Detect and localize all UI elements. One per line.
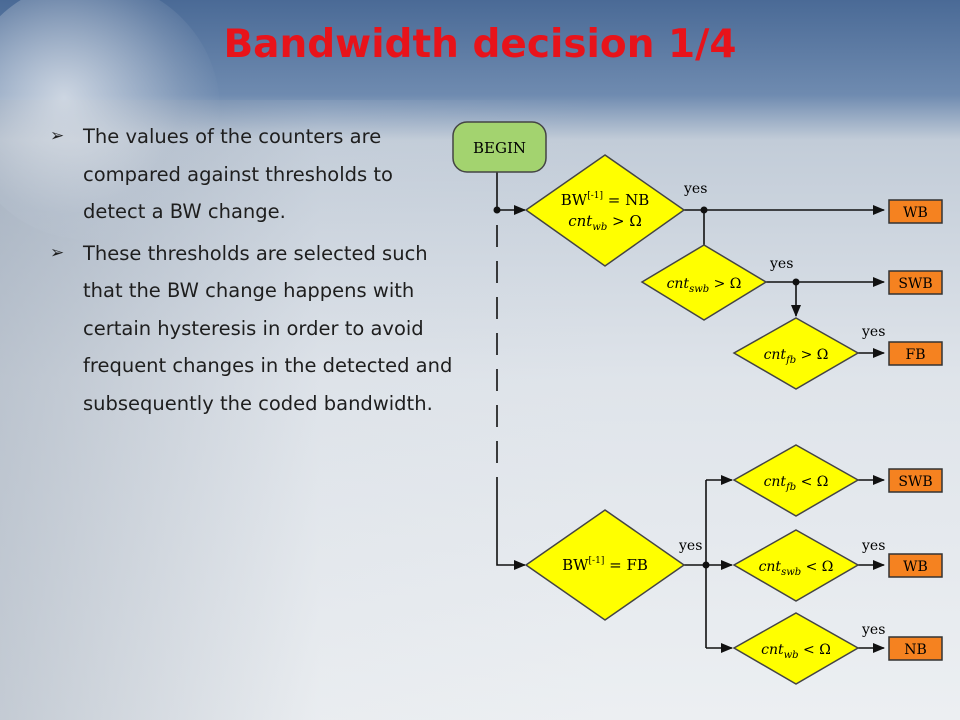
output-swb-label: SWB <box>898 474 932 490</box>
arrowhead-bullet-icon: ➢ <box>50 126 65 146</box>
begin-label: BEGIN <box>473 139 526 157</box>
output-wb-box <box>888 553 943 578</box>
yes-labels: yes yes yes yes yes yes <box>678 181 885 638</box>
background-face-image <box>0 0 220 240</box>
decision-cnt-fb-gt-label: cntfb > Ω <box>764 347 829 366</box>
decision-bw-nb-line1: BW[-1] = NB <box>561 191 650 209</box>
yes-label: yes <box>861 324 885 340</box>
output-wb-label: WB <box>903 205 928 221</box>
decision-bw-nb <box>524 154 686 267</box>
bullet-text: The values of the counters are compared … <box>83 125 393 223</box>
output-fb-box <box>888 341 943 366</box>
decision-cnt-swb-gt <box>640 244 768 321</box>
output-swb-box <box>888 270 943 295</box>
output-nb-label: NB <box>904 642 927 658</box>
arrow-to-d4 <box>496 490 526 570</box>
bullet-text: These thresholds are selected such that … <box>83 241 453 415</box>
decision-cnt-fb-lt-label: cntfb < Ω <box>764 474 829 493</box>
junction-dots <box>493 206 800 569</box>
decision-bw-nb-line2: cntwb > Ω <box>568 212 642 233</box>
junction-dot <box>700 206 708 214</box>
decision-cnt-fb-gt <box>732 317 860 390</box>
junction-dot <box>792 278 800 286</box>
output-wb-box <box>888 199 943 224</box>
begin-node <box>452 121 547 173</box>
bullet-list: ➢ The values of the counters are compare… <box>50 118 460 426</box>
arrowhead-bullet-icon: ➢ <box>50 242 65 263</box>
decision-bw-fb-label: BW[-1] = FB <box>562 556 648 574</box>
bullet-item: ➢ The values of the counters are compare… <box>50 118 460 231</box>
output-swb-box <box>888 468 943 493</box>
yes-label: yes <box>683 181 707 197</box>
junction-dot <box>493 206 501 214</box>
decision-cnt-swb-gt-label: cntswb > Ω <box>667 276 742 295</box>
decision-cnt-swb-lt-label: cntswb < Ω <box>759 559 834 578</box>
yes-label: yes <box>769 256 793 272</box>
output-swb-label: SWB <box>898 276 932 292</box>
output-boxes: WB SWB FB SWB WB NB <box>888 199 943 661</box>
yes-label: yes <box>861 538 885 554</box>
junction-dot <box>702 561 710 569</box>
output-nb-box <box>888 636 943 661</box>
yes-label: yes <box>861 622 885 638</box>
decision-cnt-fb-lt <box>732 444 860 517</box>
slide-title: Bandwidth decision 1/4 <box>223 22 737 67</box>
output-fb-label: FB <box>905 347 925 363</box>
decision-bw-fb <box>524 509 686 621</box>
bullet-item: ➢ These thresholds are selected such tha… <box>50 235 460 423</box>
decision-cnt-swb-lt <box>732 529 860 602</box>
decision-cnt-wb-lt-label: cntwb < Ω <box>761 642 831 661</box>
output-wb-label: WB <box>903 559 928 575</box>
yes-label: yes <box>678 538 702 554</box>
decision-cnt-wb-lt <box>732 612 860 685</box>
